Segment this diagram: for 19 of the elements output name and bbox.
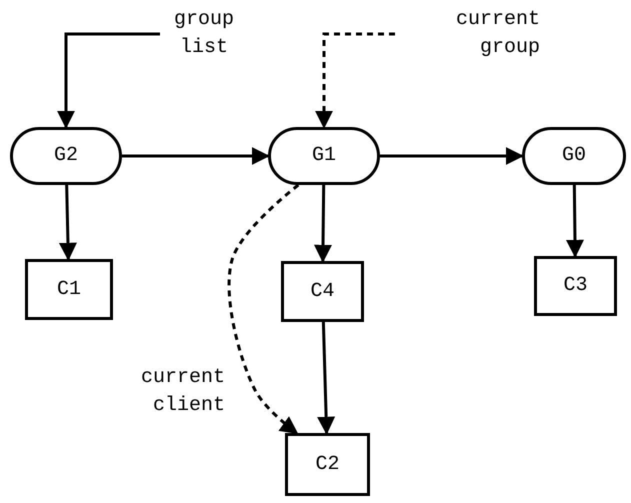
client-box: C4	[281, 261, 364, 322]
group-pill: G2	[10, 127, 122, 185]
client-box: C3	[534, 256, 617, 316]
arrow	[314, 184, 332, 263]
arrow	[58, 184, 77, 261]
dashed-arrow	[228, 184, 300, 434]
client-box: C1	[25, 259, 113, 320]
arrow	[317, 322, 336, 435]
client-box: C2	[285, 433, 370, 496]
group-pill: G0	[522, 127, 626, 185]
annotation-text: group list	[160, 5, 248, 63]
arrow	[122, 147, 270, 165]
annotation-text: current group	[395, 5, 540, 63]
group-pill: G1	[268, 127, 380, 185]
annotation-text: current client	[140, 365, 225, 419]
arrow	[380, 147, 524, 165]
dashed-arrow	[315, 32, 395, 129]
arrow	[566, 184, 584, 258]
arrow	[57, 32, 160, 129]
